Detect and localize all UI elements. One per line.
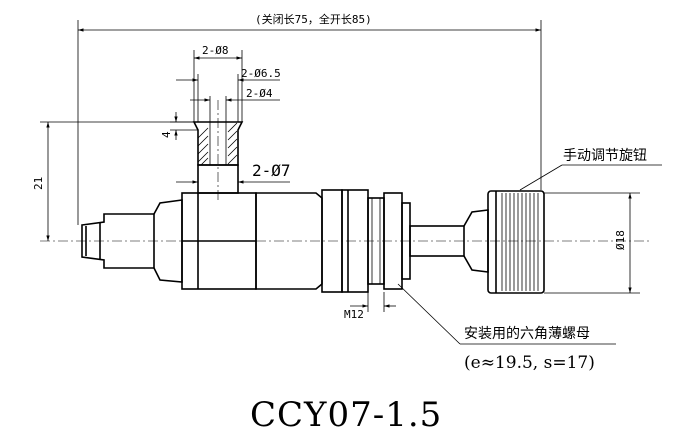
- nut-spec: (e≈19.5, s=17): [464, 353, 595, 373]
- nut-leader: 安装用的六角薄螺母 (e≈19.5, s=17): [397, 283, 616, 373]
- nut-label: 安装用的六角薄螺母: [464, 326, 590, 342]
- knurled-knob: [487, 190, 545, 294]
- dim-21-label: 21: [32, 177, 45, 190]
- overall-length-dimension: (关闭长75，全开长85): [77, 12, 542, 225]
- knob-diameter-dimension: Ø18: [544, 192, 640, 294]
- dim-4-label: 4: [160, 131, 173, 138]
- middle-body: [255, 189, 369, 293]
- nozzle-dimensions: 2-Ø8 2-Ø6.5 2-Ø4 4 2-Ø7: [160, 44, 291, 184]
- side-port-label: 2-Ø7: [252, 161, 291, 180]
- thread-label: M12: [344, 308, 364, 321]
- nozzle-mid-label: 2-Ø6.5: [241, 67, 281, 80]
- height-21-dimension: 21: [32, 121, 194, 241]
- model-number: CCY07-1.5: [250, 395, 442, 435]
- valve-body: [181, 192, 257, 290]
- knob-leader: 手动调节旋钮: [519, 148, 662, 191]
- knob-dia-label: Ø18: [614, 230, 627, 250]
- threaded-section: M12: [344, 192, 411, 321]
- knob-label: 手动调节旋钮: [563, 148, 647, 164]
- overall-length-note: (关闭长75，全开长85): [255, 12, 372, 26]
- nozzle-od-label: 2-Ø8: [202, 44, 229, 57]
- nozzle-id-label: 2-Ø4: [246, 87, 273, 100]
